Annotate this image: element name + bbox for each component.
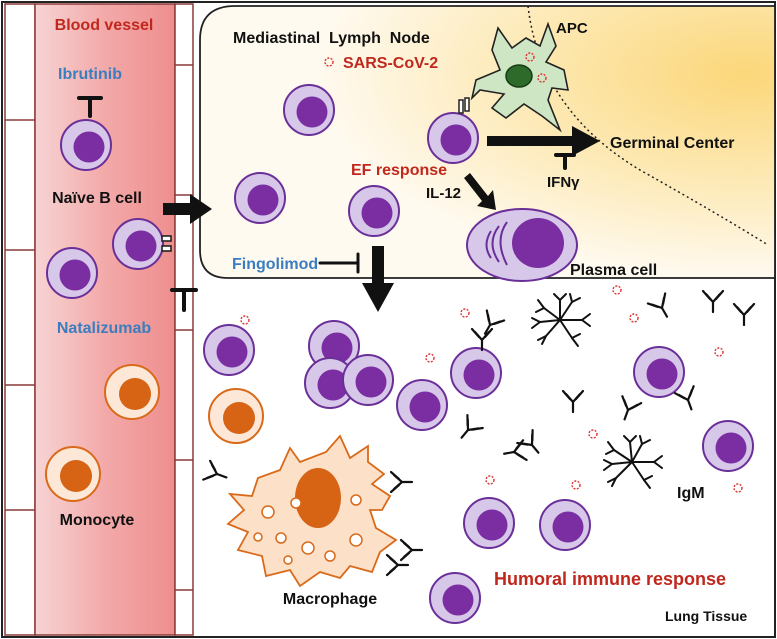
b-cell	[539, 499, 591, 551]
inhibit-symbol-ifn	[554, 153, 576, 170]
b-cell	[234, 172, 286, 224]
plasma-arrow	[464, 173, 496, 210]
germinal-center-label: Germinal Center	[610, 135, 734, 152]
apc-label: APC	[556, 20, 588, 37]
ibrutinib-label: Ibrutinib	[58, 66, 122, 83]
ifn-gamma-label: IFNγ	[547, 174, 580, 191]
natalizumab-label: Natalizumab	[57, 320, 151, 337]
b-cell	[60, 119, 112, 171]
integrin-receptor	[161, 235, 172, 252]
fingolimod-label: Fingolimod	[232, 256, 318, 273]
ef-response-label: EF response	[351, 162, 447, 179]
apc-cell	[470, 21, 570, 133]
b-cell	[203, 324, 255, 376]
igm-pentamer	[603, 435, 663, 489]
monocyte-cell	[104, 364, 160, 420]
macrophage-cell	[226, 434, 398, 588]
gc-arrow	[487, 126, 600, 156]
b-cell-activated	[427, 112, 479, 164]
mediastinal-lymph-node-label: Mediastinal Lymph Node	[233, 30, 430, 47]
b-cell-with-receptor	[112, 218, 164, 270]
monocyte-cell	[208, 388, 264, 444]
b-cell	[702, 420, 754, 472]
plasma-cell-label: Plasma cell	[570, 262, 657, 279]
b-cell	[396, 379, 448, 431]
inhibit-symbol-ibrutinib	[77, 96, 103, 118]
il-12-label: IL-12	[426, 185, 461, 202]
b-cell	[463, 497, 515, 549]
egress-arrow	[362, 246, 394, 312]
macrophage-label: Macrophage	[283, 591, 377, 608]
germinal-center-boundary	[527, 5, 769, 246]
monocyte-label: Monocyte	[60, 512, 135, 529]
igm-label: IgM	[677, 485, 705, 502]
b-cell	[46, 247, 98, 299]
mhc-tcr-contact	[458, 97, 470, 114]
b-cell	[450, 347, 502, 399]
monocyte-cell	[45, 446, 101, 502]
b-cell	[348, 185, 400, 237]
naive-b-cell-label: Naïve B cell	[52, 190, 142, 207]
migration-arrow	[163, 194, 212, 224]
blood-vessel	[4, 3, 194, 636]
inhibit-symbol-natalizumab	[170, 288, 198, 312]
plasma-cell	[466, 208, 578, 282]
b-cell	[342, 354, 394, 406]
sars-cov-2-label: SARS-CoV-2	[343, 55, 438, 72]
b-cell	[283, 84, 335, 136]
blood-vessel-label: Blood vessel	[55, 17, 154, 34]
inhibit-symbol-fingolimod	[318, 252, 360, 274]
b-cell	[429, 572, 481, 624]
lung-tissue-label: Lung Tissue	[665, 608, 747, 624]
humoral-immune-response-label: Humoral immune response	[494, 569, 726, 589]
b-cell	[633, 346, 685, 398]
igm-pentamer	[531, 293, 591, 347]
